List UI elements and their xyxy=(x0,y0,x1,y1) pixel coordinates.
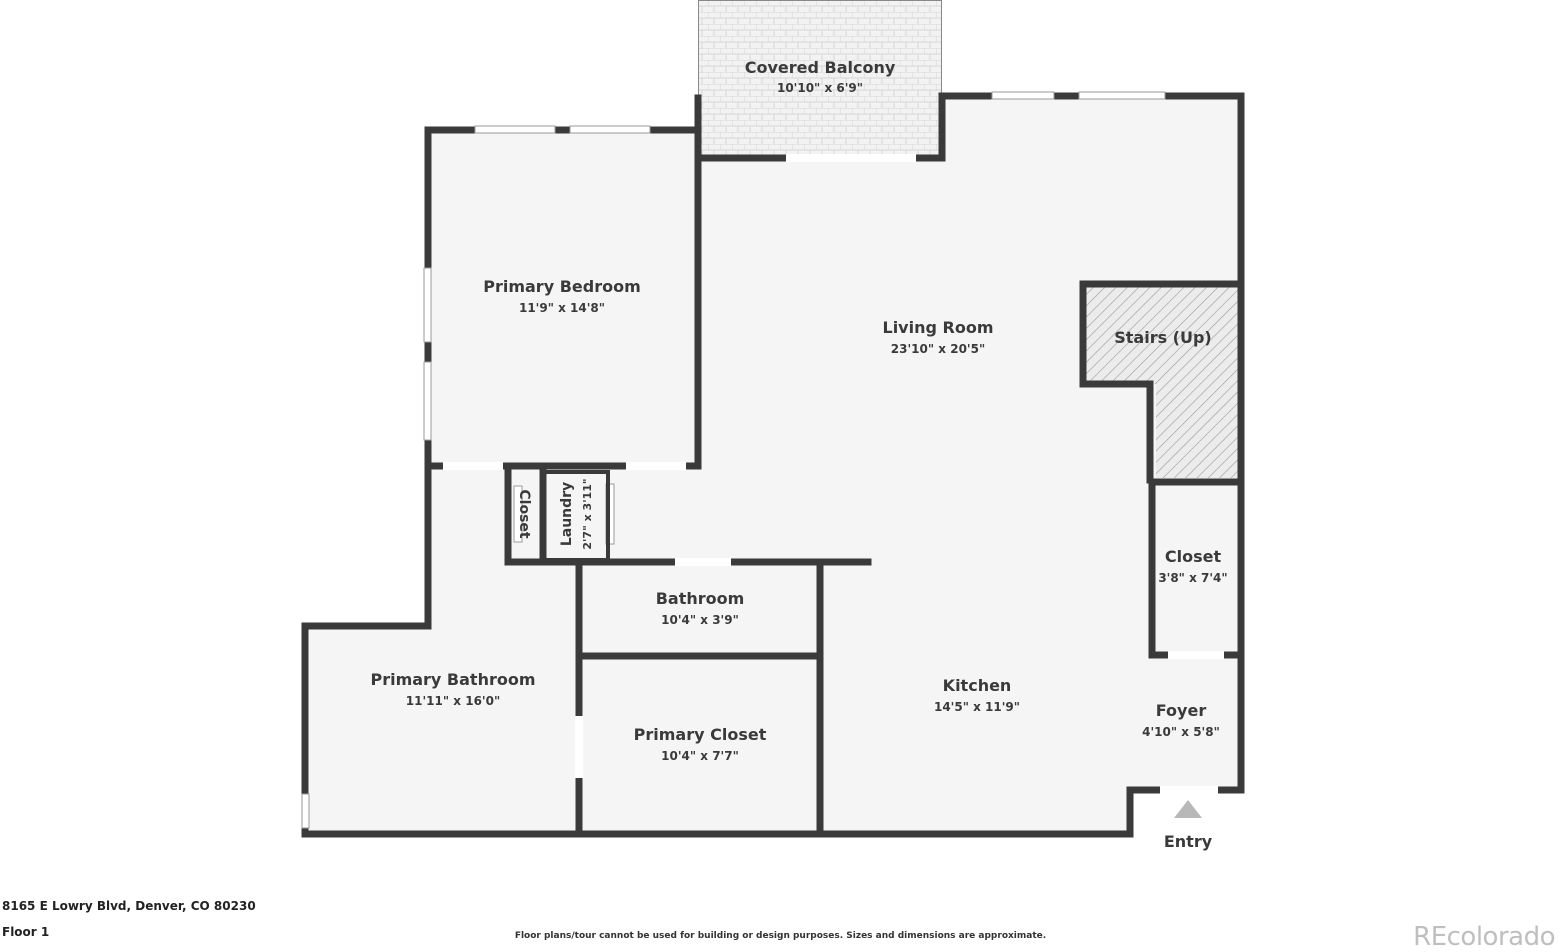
disclaimer: Floor plans/tour cannot be used for buil… xyxy=(514,931,1047,941)
entry-label: Entry xyxy=(1164,832,1213,851)
room-name: Kitchen xyxy=(943,676,1012,695)
room-dims: 2'7" x 3'11" xyxy=(581,478,594,549)
property-address: 8165 E Lowry Blvd, Denver, CO 80230 xyxy=(2,899,256,913)
window xyxy=(301,793,310,829)
room-name: Living Room xyxy=(883,318,994,337)
door-opening xyxy=(1168,651,1224,659)
room-name: Laundry xyxy=(559,482,575,546)
door-opening xyxy=(513,485,523,543)
room-name: Stairs (Up) xyxy=(1114,328,1212,347)
wall xyxy=(301,466,432,630)
balcony-floor xyxy=(698,0,942,160)
entry-arrow-icon xyxy=(1174,800,1202,818)
room-dims: 11'9" x 14'8" xyxy=(519,301,605,315)
window xyxy=(423,267,432,343)
recolorado-logo: REcolorado xyxy=(1413,922,1555,952)
room-dims: 11'11" x 16'0" xyxy=(406,694,500,708)
room-dims: 10'4" x 7'7" xyxy=(661,749,739,763)
room-dims: 14'5" x 11'9" xyxy=(934,700,1020,714)
room-name: Primary Closet xyxy=(634,725,767,744)
door-opening xyxy=(575,716,583,778)
window xyxy=(569,125,651,134)
room-dims: 23'10" x 20'5" xyxy=(891,342,985,356)
door-opening xyxy=(443,462,503,470)
room-name: Closet xyxy=(516,489,532,539)
bedroom-floor xyxy=(428,130,698,470)
wall xyxy=(1079,280,1154,484)
windows xyxy=(301,91,1166,829)
door-opening xyxy=(1160,786,1218,794)
window xyxy=(991,91,1055,100)
room-dims: 10'10" x 6'9" xyxy=(777,81,863,95)
room-dims: 3'8" x 7'4" xyxy=(1158,571,1227,585)
room-dims: 10'4" x 3'9" xyxy=(661,613,739,627)
door-opening xyxy=(675,558,731,566)
window xyxy=(1078,91,1166,100)
main-floor xyxy=(305,96,1241,832)
door-opening xyxy=(786,154,916,162)
room-name: Bathroom xyxy=(656,589,745,608)
door-opening xyxy=(626,462,686,470)
room-name: Primary Bathroom xyxy=(370,670,535,689)
room-name: Primary Bedroom xyxy=(483,277,641,296)
room-dims: 4'10" x 5'8" xyxy=(1142,725,1220,739)
room-name: Foyer xyxy=(1156,701,1207,720)
room-name: Covered Balcony xyxy=(745,58,896,77)
room-labels: Covered Balcony 10'10" x 6'9" Primary Be… xyxy=(370,58,1227,851)
stairs-floor xyxy=(1083,284,1239,478)
window xyxy=(474,125,556,134)
floor-fill xyxy=(305,0,1241,832)
laundry-frame xyxy=(545,470,610,562)
room-name: Closet xyxy=(1165,547,1222,566)
floor-label: Floor 1 xyxy=(2,925,50,939)
window xyxy=(423,361,432,441)
